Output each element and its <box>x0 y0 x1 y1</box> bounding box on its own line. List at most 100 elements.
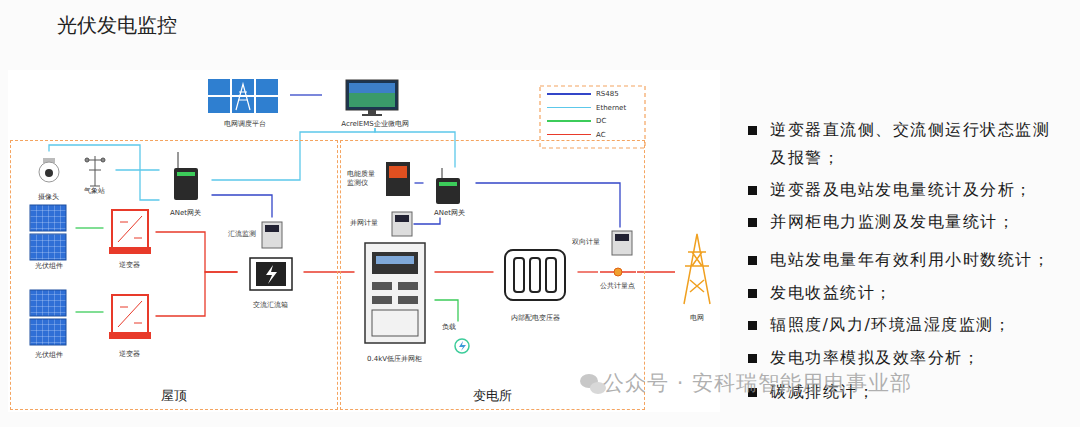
camera-icon-part <box>45 169 53 177</box>
wire-connector <box>476 183 621 228</box>
device-node: 光伏组件 <box>22 288 76 360</box>
power-quality-monitor-icon-part <box>389 166 407 178</box>
wire-connector <box>435 271 494 272</box>
bullet-item: 并网柜电力监测及发电量统计； <box>748 208 1055 236</box>
pv-panel-icon-part <box>30 290 66 316</box>
transformer-icon <box>505 250 565 300</box>
device-node: ANet网关 <box>160 150 212 218</box>
video-wall-icon-part <box>256 97 278 113</box>
feature-text: 电站发电量年有效利用小时数统计； <box>770 246 1055 274</box>
bullet-square <box>748 321 757 330</box>
transformer-icon-part <box>546 258 556 292</box>
pylon-icon <box>684 234 710 304</box>
wire-connector <box>49 145 160 200</box>
inverter-icon-part <box>110 248 150 253</box>
legend-swatch <box>547 120 591 122</box>
device-node: 双向计量 <box>570 228 636 258</box>
device-label: ANet网关 <box>434 209 465 217</box>
legend-text: RS485 <box>596 90 619 98</box>
power-quality-monitor-icon <box>386 162 410 196</box>
device-label: 负载 <box>442 323 456 331</box>
device-label: 逆变器 <box>119 261 140 269</box>
gateway-icon-part <box>442 168 443 178</box>
feature-text: 发电收益统计； <box>770 279 1055 307</box>
bullet-square <box>748 354 757 363</box>
device-node: 光伏组件 <box>22 203 76 271</box>
monitor-icon-part <box>349 83 395 93</box>
wire-connector <box>415 182 424 183</box>
pv-panel-icon-part <box>30 319 66 345</box>
device-label: 电网 <box>690 314 704 322</box>
inverter-icon-part <box>118 216 142 242</box>
camera-icon <box>39 158 59 182</box>
monitor-icon-part <box>368 110 376 114</box>
device-label: 摄像头 <box>38 193 59 201</box>
device-label: 交流汇流箱 <box>253 301 288 309</box>
device-label: 电能质量监测仪 <box>347 170 377 187</box>
video-wall-icon-part <box>208 79 230 95</box>
inverter-icon-part <box>120 222 142 238</box>
wire-connector <box>116 169 160 170</box>
bullet-item: 逆变器及电站发电量统计及分析； <box>748 176 1055 204</box>
region-frame: 屋顶摄像头气象站ANet网关光伏组件逆变器光伏组件逆变器汇流监测交流汇流箱 <box>10 140 338 410</box>
legend-text: AC <box>596 131 606 139</box>
bullet-square <box>748 289 757 298</box>
device-node: 公共计量点 <box>598 262 637 291</box>
meter-icon-part <box>262 222 282 248</box>
wire-connector <box>578 271 599 272</box>
inverter-icon-part <box>120 307 142 323</box>
bullet-item: 辐照度/风力/环境温湿度监测； <box>748 311 1055 339</box>
device-node: 负载 <box>440 322 476 358</box>
weather-station-icon-part <box>85 158 89 162</box>
combiner-box-icon-part <box>250 258 292 290</box>
video-wall-icon-part <box>236 84 250 110</box>
device-node: 交流汇流箱 <box>238 256 304 310</box>
device-node: 摄像头 <box>26 152 72 202</box>
device-label: 内部配电变压器 <box>511 314 560 322</box>
device-label: 气象站 <box>84 187 105 195</box>
video-wall-icon-part <box>208 97 230 113</box>
device-node: 电能质量监测仪 <box>345 158 415 200</box>
legend-frame <box>540 86 645 148</box>
pv-panel-icon-part <box>30 234 66 260</box>
region-label: 变电所 <box>473 387 512 405</box>
region-label: 屋顶 <box>161 387 187 405</box>
wire-connector <box>76 227 104 228</box>
device-label: 光伏组件 <box>35 351 63 359</box>
inverter-icon-part <box>112 295 148 333</box>
legend-row: DC <box>547 117 606 125</box>
feature-text: 逆变器直流侧、交流侧运行状态监测及报警； <box>770 116 1055 172</box>
device-node: AcrelEMS企业微电网 <box>322 76 428 128</box>
feature-text: 并网柜电力监测及发电量统计； <box>770 208 1055 236</box>
monitor-icon-part <box>349 83 395 107</box>
weather-station-icon-part <box>101 158 105 162</box>
legend-row: AC <box>547 131 606 139</box>
legend-frame-part <box>540 86 645 148</box>
device-node: 0.4kV低压并网柜 <box>355 240 435 364</box>
device-label: 光伏组件 <box>35 262 63 270</box>
switchgear-cabinet-icon-part <box>398 296 418 304</box>
meter-icon-part <box>395 215 409 222</box>
device-label: ANet网关 <box>170 209 201 217</box>
wire-connector <box>156 272 238 316</box>
gateway-icon-part <box>177 172 195 176</box>
device-node: 气象站 <box>74 150 116 196</box>
switchgear-cabinet-icon <box>365 243 425 343</box>
switchgear-cabinet-icon-part <box>372 282 392 290</box>
switchgear-cabinet-icon-part <box>372 310 418 336</box>
power-quality-monitor-icon-part <box>386 162 410 196</box>
watermark: 公众号 · 安科瑞智能用电事业部 <box>603 368 912 398</box>
wire-connector <box>304 271 355 272</box>
legend-text: DC <box>596 117 606 125</box>
combiner-box-icon-part <box>266 265 277 284</box>
gateway-icon-part <box>174 168 198 200</box>
weather-station-icon <box>85 156 105 186</box>
legend-row: Ethernet <box>547 104 626 112</box>
device-label: 并网计量 <box>350 219 378 227</box>
pylon-icon-part <box>684 234 710 304</box>
combiner-box-icon-part <box>256 262 286 286</box>
inverter-icon-part <box>118 301 142 327</box>
device-label: 0.4kV低压并网柜 <box>367 355 422 363</box>
legend-swatch <box>547 93 591 95</box>
